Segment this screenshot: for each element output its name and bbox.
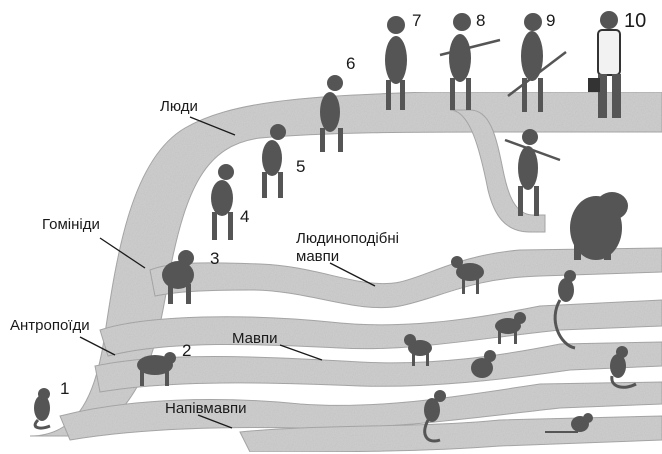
- label-monkeys: Мавпи: [232, 330, 277, 347]
- stage-number-1: 1: [60, 380, 69, 398]
- label-anthropoids: Антропоїди: [10, 317, 90, 334]
- figure-6-hominid-icon: [320, 75, 343, 152]
- stage-number-9: 9: [546, 12, 555, 30]
- figure-1-prosimian-icon: [34, 388, 50, 428]
- label-prosimians: Напівмавпи: [165, 400, 247, 417]
- stage-number-2: 2: [182, 342, 191, 360]
- stage-number-3: 3: [210, 250, 219, 268]
- stage-number-8: 8: [476, 12, 485, 30]
- label-hominids: Гомініди: [42, 216, 100, 233]
- label-people: Люди: [160, 98, 198, 115]
- stage-number-6: 6: [346, 55, 355, 73]
- stage-number-10: 10: [624, 12, 646, 30]
- label-apes-line2: мавпи: [296, 248, 339, 265]
- figure-4-hominid-icon: [211, 164, 234, 240]
- stage-number-7: 7: [412, 12, 421, 30]
- label-apes-line1: Людиноподібні: [296, 230, 399, 247]
- stage-number-5: 5: [296, 158, 305, 176]
- stage-number-4: 4: [240, 208, 249, 226]
